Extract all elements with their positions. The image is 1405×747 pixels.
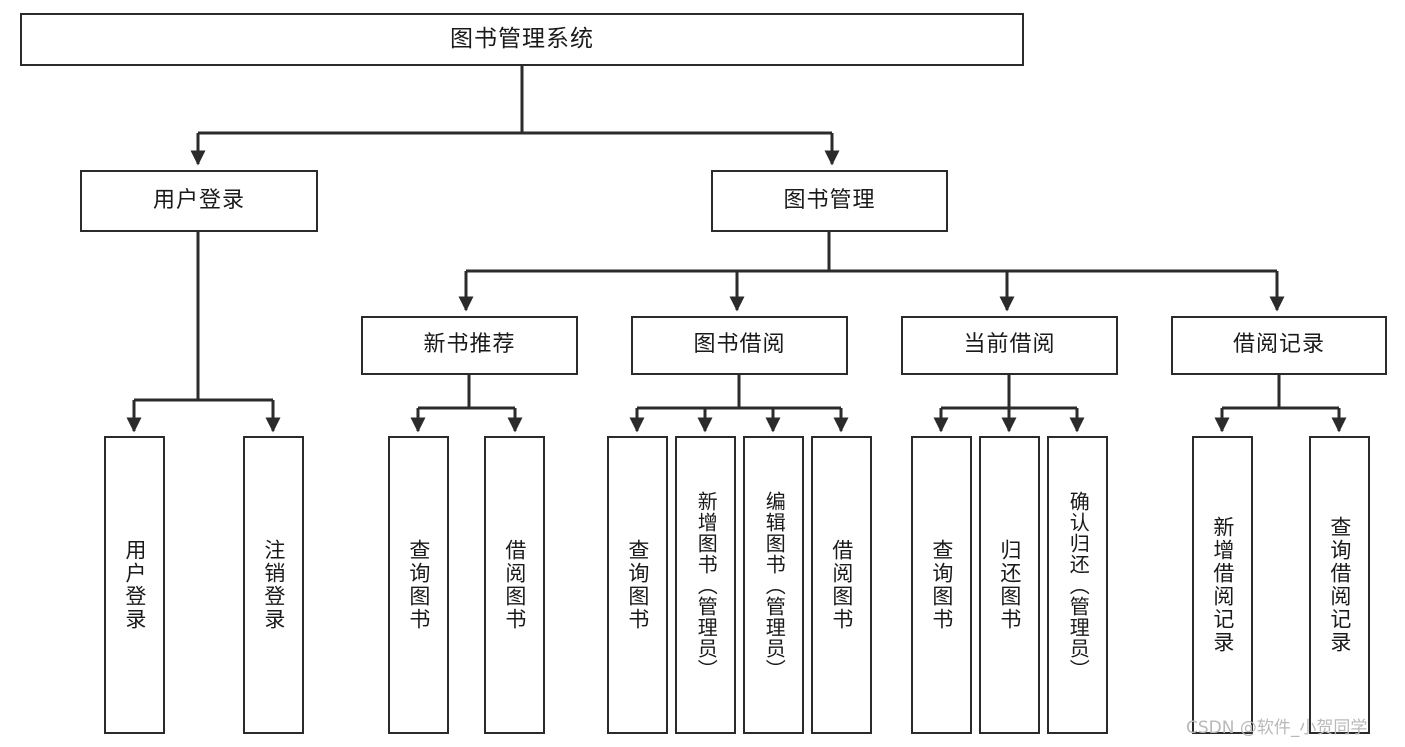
node-label: 新增图书（管理员） <box>694 490 719 680</box>
node-label: 查询借阅记录 <box>1327 516 1352 654</box>
node-leaf-query-borrow-record[interactable]: 查询借阅记录 <box>1309 436 1370 734</box>
node-label: 确认归还（管理员） <box>1066 490 1091 680</box>
node-current-borrow[interactable]: 当前借阅 <box>901 316 1118 375</box>
node-leaf-return-book[interactable]: 归还图书 <box>979 436 1040 734</box>
node-leaf-borrow-book-recommend[interactable]: 借阅图书 <box>484 436 545 734</box>
node-label: 新增借阅记录 <box>1210 516 1235 654</box>
node-leaf-query-book-current[interactable]: 查询图书 <box>911 436 972 734</box>
node-label: 查询图书 <box>929 539 954 631</box>
node-borrow-record[interactable]: 借阅记录 <box>1171 316 1387 375</box>
node-new-book-recommend[interactable]: 新书推荐 <box>361 316 578 375</box>
node-label: 图书管理系统 <box>450 25 594 52</box>
node-leaf-edit-book-admin[interactable]: 编辑图书（管理员） <box>743 436 804 734</box>
node-root-book-management-system[interactable]: 图书管理系统 <box>20 13 1024 66</box>
node-label: 用户登录 <box>152 187 245 213</box>
csdn-watermark: CSDN @软件_小贺同学 <box>1186 718 1368 738</box>
node-label: 新书推荐 <box>423 332 516 358</box>
node-leaf-logout[interactable]: 注销登录 <box>243 436 304 734</box>
node-label: 借阅记录 <box>1232 332 1325 358</box>
node-leaf-query-book-recommend[interactable]: 查询图书 <box>388 436 449 734</box>
node-label: 借阅图书 <box>829 539 854 631</box>
node-book-borrow[interactable]: 图书借阅 <box>631 316 848 375</box>
node-book-management[interactable]: 图书管理 <box>711 170 948 232</box>
node-label: 图书管理 <box>783 187 876 213</box>
node-leaf-user-login[interactable]: 用户登录 <box>104 436 165 734</box>
node-leaf-query-book-borrow[interactable]: 查询图书 <box>607 436 668 734</box>
node-label: 归还图书 <box>997 539 1022 631</box>
node-user-login[interactable]: 用户登录 <box>80 170 318 232</box>
node-leaf-confirm-return-admin[interactable]: 确认归还（管理员） <box>1047 436 1108 734</box>
node-leaf-borrow-book[interactable]: 借阅图书 <box>811 436 872 734</box>
node-label: 注销登录 <box>261 539 286 631</box>
node-leaf-add-book-admin[interactable]: 新增图书（管理员） <box>675 436 736 734</box>
node-label: 用户登录 <box>122 539 147 631</box>
node-label: 编辑图书（管理员） <box>762 490 787 680</box>
node-label: 图书借阅 <box>693 332 786 358</box>
node-label: 借阅图书 <box>502 539 527 631</box>
node-leaf-add-borrow-record[interactable]: 新增借阅记录 <box>1192 436 1253 734</box>
node-label: 查询图书 <box>406 539 431 631</box>
node-label: 当前借阅 <box>963 332 1056 358</box>
node-label: 查询图书 <box>625 539 650 631</box>
